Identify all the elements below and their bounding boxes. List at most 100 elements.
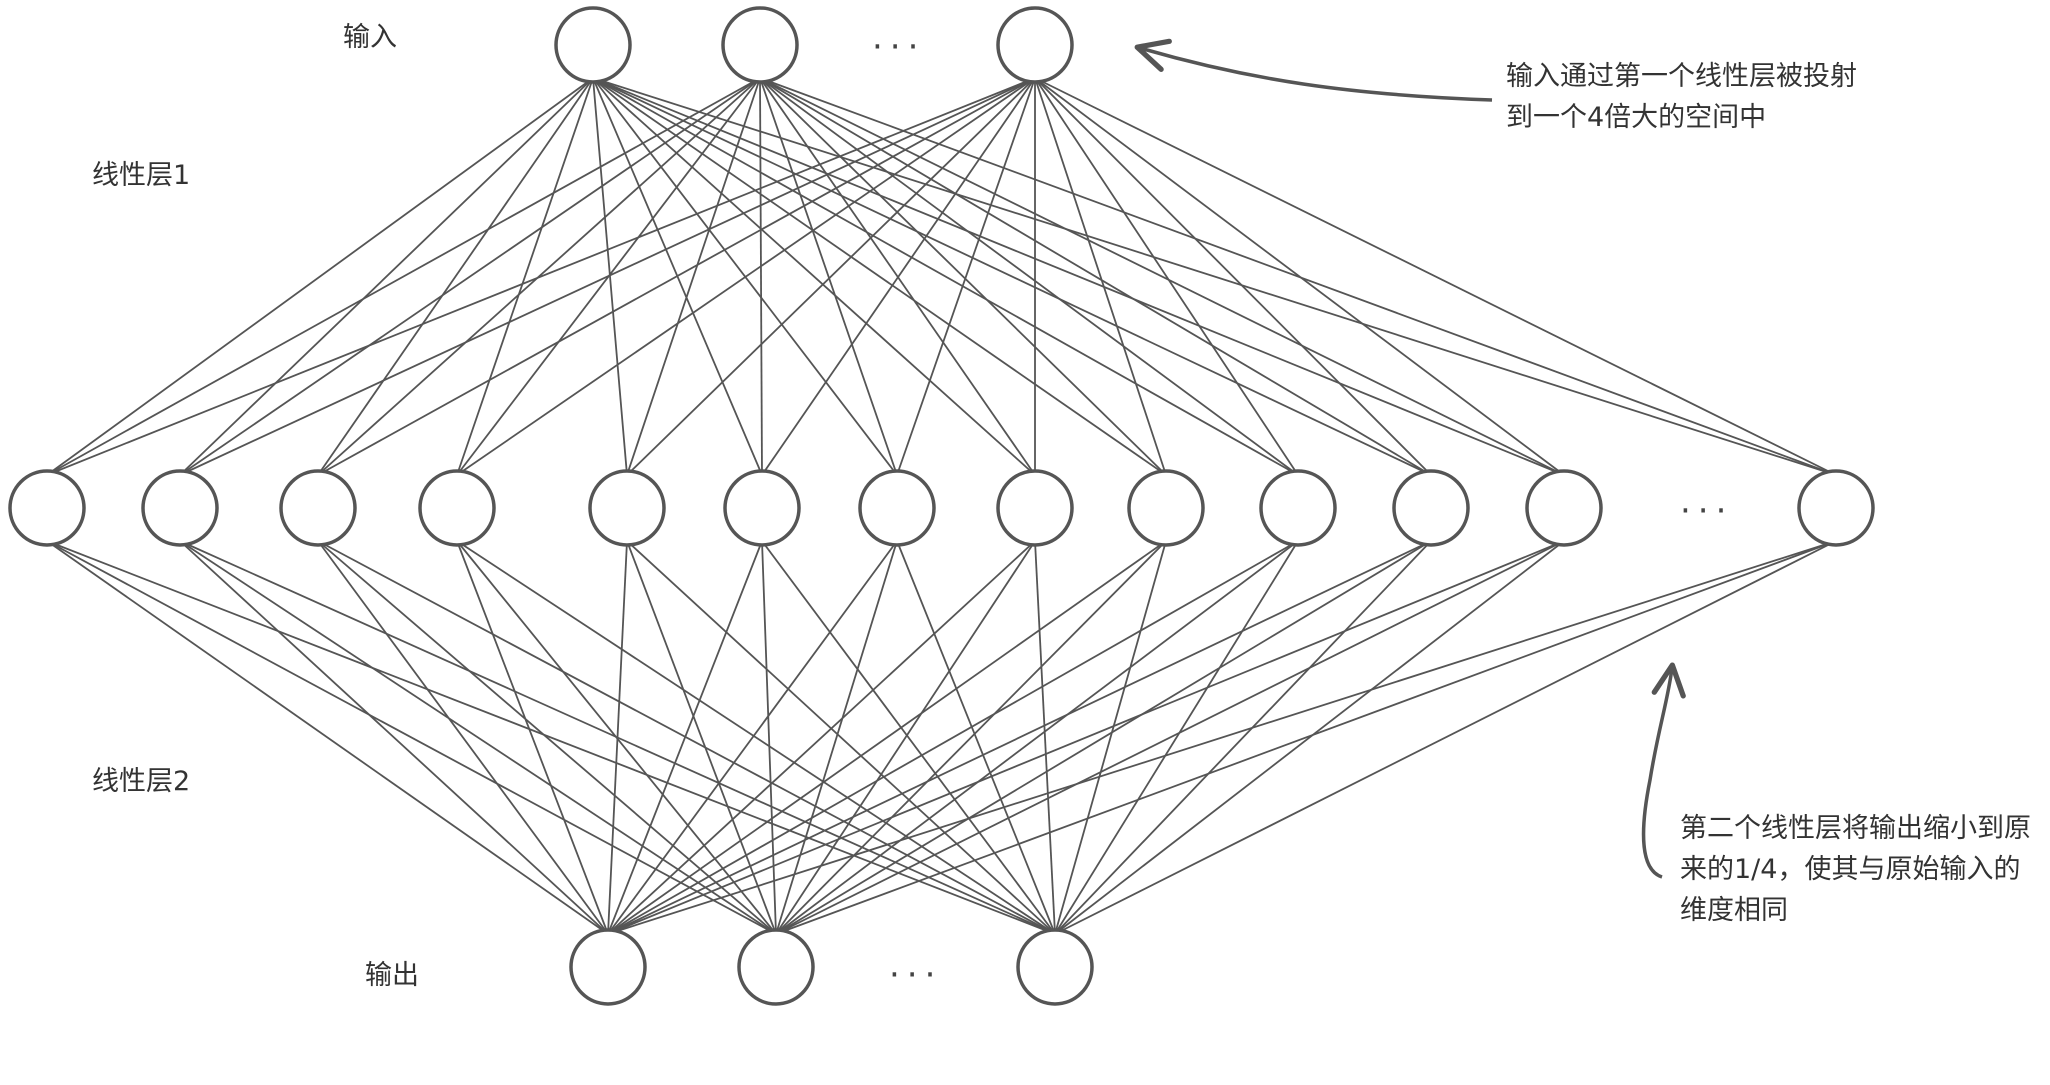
edge-input-to-hidden bbox=[179, 77, 1036, 476]
edge-hidden-to-output bbox=[456, 540, 609, 935]
edge-hidden-to-output bbox=[1054, 540, 1565, 935]
edge-input-to-hidden bbox=[592, 77, 1299, 476]
output-ellipsis: ··· bbox=[889, 955, 943, 995]
edge-input-to-hidden bbox=[456, 77, 594, 476]
hidden-ellipsis: ··· bbox=[1680, 491, 1734, 531]
annotation-bottom-line-3: 维度相同 bbox=[1680, 895, 1788, 927]
hidden-node bbox=[858, 469, 936, 547]
annotation-top-line-2: 到一个4倍大的空间中 bbox=[1506, 102, 1767, 134]
edge-hidden-to-output bbox=[775, 540, 1565, 935]
edge-hidden-to-output bbox=[775, 540, 1432, 935]
edge-hidden-to-output bbox=[1054, 540, 1167, 935]
edge-input-to-hidden bbox=[759, 77, 1167, 476]
output-node bbox=[1016, 928, 1094, 1006]
hidden-node bbox=[1127, 469, 1205, 547]
edge-hidden-to-output bbox=[46, 540, 1056, 935]
output-label: 输出 bbox=[365, 960, 419, 991]
edge-hidden-to-output bbox=[607, 540, 1432, 935]
edge-hidden-to-output bbox=[1054, 540, 1837, 935]
edge-hidden-to-output bbox=[626, 540, 1056, 935]
edge-input-to-hidden bbox=[1034, 77, 1565, 476]
input-label: 输入 bbox=[343, 22, 397, 53]
edge-hidden-to-output bbox=[46, 540, 609, 935]
edge-hidden-to-output bbox=[775, 540, 898, 935]
edge-hidden-to-output bbox=[317, 540, 1056, 935]
annotation-arrow-top bbox=[1134, 38, 1493, 102]
edge-hidden-to-output bbox=[761, 540, 777, 935]
edge-hidden-to-output bbox=[607, 540, 1167, 935]
edge-input-to-hidden bbox=[759, 77, 898, 476]
hidden-node bbox=[418, 469, 496, 547]
annotation-top: 输入通过第一个线性层被投射 到一个4倍大的空间中 bbox=[1506, 56, 1857, 138]
annotation-top-line-1: 输入通过第一个线性层被投射 bbox=[1506, 61, 1857, 92]
edge-hidden-to-output bbox=[607, 540, 1565, 935]
annotation-bottom-line-1: 第二个线性层将输出缩小到原 bbox=[1680, 813, 2031, 844]
edge-input-to-hidden bbox=[179, 77, 594, 476]
edge-input-to-hidden bbox=[46, 77, 1036, 476]
edge-hidden-to-output bbox=[761, 540, 1056, 935]
edge-hidden-to-output bbox=[607, 540, 763, 935]
edge-input-to-hidden bbox=[759, 77, 1299, 476]
edge-input-to-hidden bbox=[592, 77, 1432, 476]
edge-input-to-hidden bbox=[626, 77, 1036, 476]
edge-input-to-hidden bbox=[1034, 77, 1167, 476]
edge-hidden-to-output bbox=[607, 540, 898, 935]
edge-input-to-hidden bbox=[179, 77, 761, 476]
edge-input-to-hidden bbox=[592, 77, 1837, 476]
edge-hidden-to-output bbox=[456, 540, 1056, 935]
edge-input-to-hidden bbox=[592, 77, 1036, 476]
edges-linear-layer-1 bbox=[46, 77, 1837, 476]
edge-hidden-to-output bbox=[1054, 540, 1299, 935]
annotation-arrow-bottom bbox=[1641, 662, 1686, 879]
edge-hidden-to-output bbox=[317, 540, 609, 935]
edge-input-to-hidden bbox=[317, 77, 594, 476]
input-node bbox=[554, 6, 632, 84]
edge-input-to-hidden bbox=[1034, 77, 1299, 476]
hidden-node bbox=[1797, 469, 1875, 547]
edge-hidden-to-output bbox=[896, 540, 1056, 935]
hidden-node bbox=[279, 469, 357, 547]
hidden-node bbox=[1259, 469, 1337, 547]
annotation-bottom: 第二个线性层将输出缩小到原 来的1/4，使其与原始输入的 维度相同 bbox=[1680, 808, 2031, 931]
edge-hidden-to-output bbox=[775, 540, 1837, 935]
hidden-node bbox=[8, 469, 86, 547]
edge-input-to-hidden bbox=[1034, 77, 1837, 476]
annotation-bottom-line-2: 来的1/4，使其与原始输入的 bbox=[1680, 854, 2021, 886]
edge-input-to-hidden bbox=[46, 77, 761, 476]
edge-input-to-hidden bbox=[1034, 77, 1432, 476]
edge-hidden-to-output bbox=[179, 540, 777, 935]
linear-layer-1-label: 线性层1 bbox=[92, 160, 191, 191]
edge-hidden-to-output bbox=[775, 540, 1036, 935]
edge-input-to-hidden bbox=[317, 77, 1036, 476]
hidden-node bbox=[588, 469, 666, 547]
edge-hidden-to-output bbox=[456, 540, 777, 935]
edge-hidden-to-output bbox=[607, 540, 1299, 935]
hidden-node bbox=[1525, 469, 1603, 547]
input-ellipsis: ··· bbox=[872, 27, 926, 67]
input-node bbox=[996, 6, 1074, 84]
nodes bbox=[8, 6, 1875, 1006]
edge-hidden-to-output bbox=[1054, 540, 1432, 935]
hidden-node bbox=[996, 469, 1074, 547]
edge-hidden-to-output bbox=[775, 540, 1167, 935]
edge-hidden-to-output bbox=[607, 540, 1036, 935]
edge-hidden-to-output bbox=[626, 540, 777, 935]
output-node bbox=[737, 928, 815, 1006]
edge-input-to-hidden bbox=[626, 77, 761, 476]
edge-hidden-to-output bbox=[607, 540, 1837, 935]
edge-input-to-hidden bbox=[46, 77, 594, 476]
edge-input-to-hidden bbox=[592, 77, 628, 476]
input-node bbox=[721, 6, 799, 84]
hidden-node bbox=[723, 469, 801, 547]
edge-hidden-to-output bbox=[46, 540, 777, 935]
output-node bbox=[569, 928, 647, 1006]
edge-input-to-hidden bbox=[592, 77, 1167, 476]
edge-hidden-to-output bbox=[775, 540, 1299, 935]
edge-input-to-hidden bbox=[759, 77, 763, 476]
linear-layer-2-label: 线性层2 bbox=[92, 766, 191, 797]
edge-input-to-hidden bbox=[761, 77, 1036, 476]
edge-hidden-to-output bbox=[607, 540, 628, 935]
edge-hidden-to-output bbox=[179, 540, 609, 935]
edges-linear-layer-2 bbox=[46, 540, 1837, 935]
